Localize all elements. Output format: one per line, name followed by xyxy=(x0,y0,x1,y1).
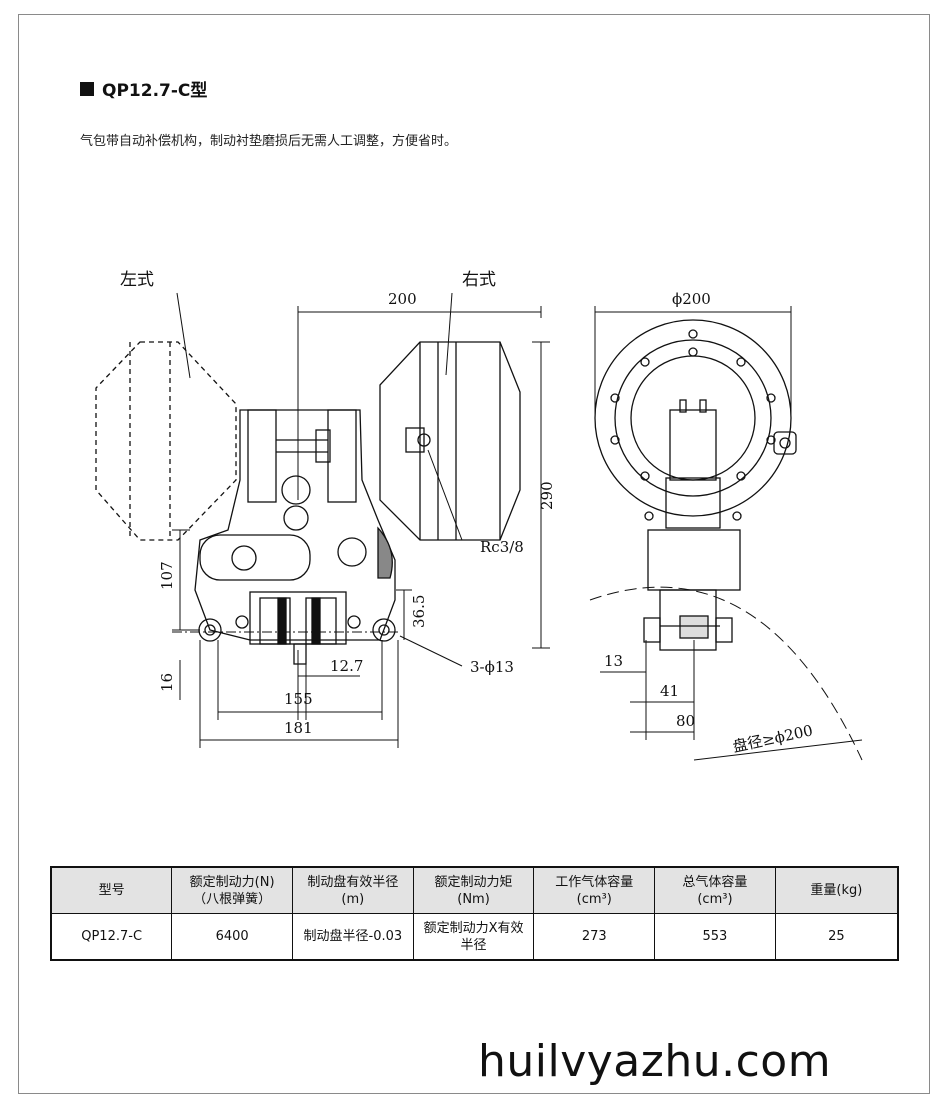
spec-table: 型号 额定制动力(N)（八根弹簧） 制动盘有效半径(m) 额定制动力矩(Nm) … xyxy=(50,866,899,961)
dim-16: 16 xyxy=(158,673,176,692)
cell-model: QP12.7-C xyxy=(50,913,173,961)
dim-290-height: 290 xyxy=(538,481,556,510)
product-heading: QP12.7-C型 xyxy=(80,76,207,101)
cell-effective-radius: 制动盘半径-0.03 xyxy=(291,913,414,961)
header-total-gas-volume: 总气体容量(cm³) xyxy=(654,866,776,914)
cell-working-gas-volume: 273 xyxy=(533,913,656,961)
page-frame xyxy=(18,14,930,1094)
watermark: huilvyazhu.com xyxy=(478,1036,832,1087)
air-cylinder xyxy=(379,341,521,541)
dimension-lines xyxy=(172,306,550,748)
header-rated-force: 额定制动力(N)（八根弹簧） xyxy=(171,866,293,914)
label-left-variant: 左式 xyxy=(120,270,154,290)
cell-weight: 25 xyxy=(774,913,899,961)
table-header-row: 型号 额定制动力(N)（八根弹簧） 制动盘有效半径(m) 额定制动力矩(Nm) … xyxy=(50,866,899,914)
label-right-variant: 右式 xyxy=(462,270,496,290)
left-variant-outline xyxy=(95,341,237,541)
dim-181: 181 xyxy=(284,719,313,737)
dim-13: 13 xyxy=(604,652,623,670)
header-working-gas-volume: 工作气体容量(cm³) xyxy=(533,866,656,914)
dim-phi200: ϕ200 xyxy=(672,290,711,308)
cell-rated-torque: 额定制动力X有效半径 xyxy=(412,913,535,961)
dim-36-5: 36.5 xyxy=(410,595,428,628)
dim-12-7: 12.7 xyxy=(330,657,363,675)
dim-200-width: 200 xyxy=(388,290,417,308)
header-weight: 重量(kg) xyxy=(774,866,899,914)
dim-rc-thread: Rc3/8 xyxy=(480,538,524,556)
dim-80: 80 xyxy=(676,712,695,730)
technical-drawing: 左式 右式 200 290 107 16 36.5 12.7 155 181 3… xyxy=(95,270,863,761)
dim-41: 41 xyxy=(660,682,679,700)
caliper-body xyxy=(194,409,396,665)
header-model: 型号 xyxy=(50,866,173,914)
dim-155: 155 xyxy=(284,690,313,708)
cell-total-gas-volume: 553 xyxy=(654,913,776,961)
header-rated-torque: 额定制动力矩(Nm) xyxy=(412,866,535,914)
bullet-square-icon xyxy=(80,81,94,96)
front-view xyxy=(594,319,797,651)
cell-rated-force: 6400 xyxy=(171,913,293,961)
dim-107: 107 xyxy=(158,561,176,590)
product-title: QP12.7-C型 xyxy=(102,81,208,101)
header-effective-radius: 制动盘有效半径(m) xyxy=(291,866,414,914)
table-row: QP12.7-C 6400 制动盘半径-0.03 额定制动力X有效半径 273 … xyxy=(50,913,899,961)
dim-holes: 3-ϕ13 xyxy=(470,658,514,676)
product-description: 气包带自动补偿机构，制动衬垫磨损后无需人工调整，方便省时。 xyxy=(80,134,458,149)
